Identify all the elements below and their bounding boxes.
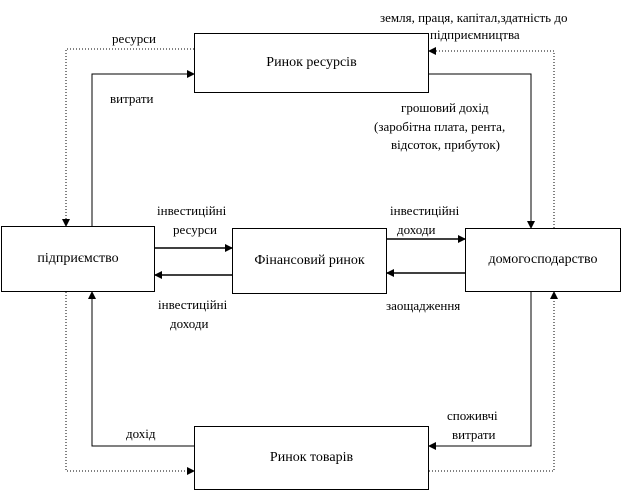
label-income: дохід	[126, 426, 156, 441]
arrow-money-income-to-household	[429, 73, 535, 229]
financial-market-box: Фінансовий ринок	[232, 228, 387, 294]
arrow-factors-to-resource-market	[428, 47, 555, 228]
label-inv-income-right-line1: інвестиційні	[390, 203, 460, 218]
resource-market-box: Ринок ресурсів	[194, 33, 429, 93]
label-costs: витрати	[110, 91, 154, 106]
label-consumer-spending-line1: споживчі	[447, 408, 498, 423]
goods-market-box: Ринок товарів	[194, 426, 429, 490]
arrow-consumer-spending	[428, 292, 532, 450]
label-inv-income-right-line2: доходи	[397, 222, 436, 237]
label-inv-income-left-line2: доходи	[170, 316, 209, 331]
arrow-income-to-firm	[88, 291, 194, 447]
arrow-firm-to-goods-market	[65, 292, 195, 475]
label-factors-line2: підприємництва	[430, 27, 520, 42]
label-savings: заощадження	[386, 298, 461, 313]
label-money-income-line2: (заробітна плата, рента,	[374, 119, 506, 134]
arrow-goods-to-household	[429, 291, 558, 472]
arrow-costs-to-resource-market	[91, 70, 195, 226]
label-money-income-line3: відсоток, прибуток)	[391, 137, 500, 152]
label-inv-resources-line1: інвестиційні	[157, 203, 227, 218]
household-box: домогосподарство	[465, 228, 621, 292]
firm-box: підприємство	[1, 226, 155, 292]
label-inv-income-left-line1: інвестиційні	[158, 297, 228, 312]
label-money-income-line1: грошовий дохід	[401, 100, 489, 115]
label-consumer-spending-line2: витрати	[452, 427, 496, 442]
label-resources: ресурси	[112, 31, 156, 46]
label-factors-line1: земля, праця, капітал,здатність до	[380, 10, 568, 25]
arrow-resources-to-firm	[62, 48, 194, 227]
label-inv-resources-line2: ресурси	[173, 222, 217, 237]
